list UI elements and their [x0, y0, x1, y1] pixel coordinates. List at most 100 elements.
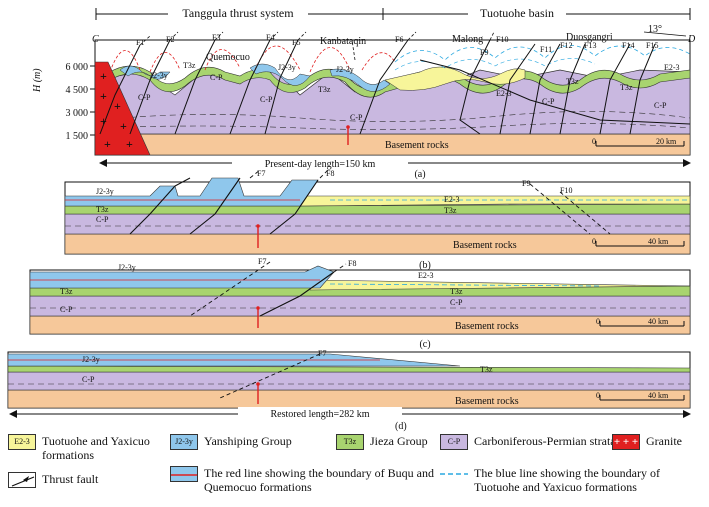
- fault-f8-b: F8: [326, 169, 334, 178]
- unit-t3z-b2: T3z: [444, 206, 457, 215]
- unit-cp-d: C-P: [82, 375, 95, 384]
- scale-zero-b: 0: [592, 237, 596, 246]
- legend-label-jieza: Jieza Group: [370, 434, 428, 448]
- unit-cp-a4: C-P: [350, 113, 363, 122]
- fault-f14-a: F14: [622, 41, 634, 50]
- place-malong: Malong: [452, 34, 483, 45]
- scale-bar-c: 0 40 km: [596, 317, 685, 327]
- panel-label-a: (a): [414, 169, 425, 180]
- place-kanbataqin: Kanbataqin: [320, 36, 366, 47]
- fault-f12-a: F12: [560, 41, 572, 50]
- yanshiping-fold-a3: [329, 68, 391, 92]
- basement-rocks-d: [7, 389, 691, 409]
- blue-boundary-icon: [440, 473, 468, 475]
- unit-cp-a1: C-P: [138, 93, 151, 102]
- unit-cp-a6: C-P: [654, 101, 667, 110]
- fault-f7-b: F7: [257, 169, 265, 178]
- granite-body-a: [94, 61, 151, 156]
- unit-j23y-d: J2-3y: [82, 355, 100, 364]
- scale-zero-d: 0: [596, 391, 600, 400]
- basement-rocks-c: [29, 315, 691, 335]
- legend-label-cp: Carboniferous-Permian strata: [474, 434, 616, 448]
- place-duosgangri: Duosgangri: [566, 32, 613, 43]
- legend-swatch-jieza: T3z: [336, 434, 364, 450]
- y-ticks: 6 000 4 500 3 000 1 500: [66, 62, 95, 142]
- unit-e23-a1: E2-3: [496, 89, 512, 98]
- fault-f10-a: F10: [496, 35, 508, 44]
- legend-cp: C-P Carboniferous-Permian strata: [440, 434, 616, 450]
- svg-text:+: +: [126, 137, 133, 151]
- legend-label-thrust: Thrust fault: [42, 472, 99, 486]
- fault-f1-a: F1: [136, 38, 144, 47]
- unit-t3z-b: T3z: [96, 205, 109, 214]
- panel-d: Basement rocks F7 J2-3y C-P T3z 0 40 km …: [7, 349, 691, 420]
- unit-t3z-a1: T3z: [183, 61, 196, 70]
- scale-value-b: 40 km: [648, 237, 669, 246]
- thrust-faults-b: [129, 177, 319, 235]
- svg-text:+: +: [120, 119, 127, 133]
- legend-label-blue-line: The blue line showing the boundary of Tu…: [474, 466, 660, 494]
- legend-label-granite: Granite: [646, 434, 682, 448]
- tuotuohe-fill-a: [384, 66, 526, 91]
- unit-t3z-c: T3z: [60, 287, 73, 296]
- unit-e23-c: E2-3: [418, 271, 434, 280]
- tick-6000: 6 000: [66, 62, 89, 73]
- svg-text:+: +: [104, 137, 111, 151]
- thrust-faults-c: [259, 271, 335, 317]
- fault-f5-a: F5: [292, 38, 300, 47]
- unit-t3z-a2: T3z: [318, 85, 331, 94]
- unit-t3z-c2: T3z: [450, 287, 463, 296]
- basement-label-a: Basement rocks: [385, 140, 449, 151]
- unit-cp-c2: C-P: [450, 298, 463, 307]
- cross-section-figure: Tanggula thrust system Tuotuohe basin C …: [7, 6, 696, 420]
- scale-zero-a: 0: [592, 137, 596, 146]
- tick-1500: 1 500: [66, 131, 89, 142]
- tick-3000: 3 000: [66, 108, 89, 119]
- axis-label-h: H (m): [32, 68, 43, 93]
- scale-bar-b: 0 40 km: [592, 237, 685, 247]
- red-boundary-icon: [170, 466, 198, 482]
- basement-label-b: Basement rocks: [453, 240, 517, 251]
- fault-f9-b: F9: [522, 179, 530, 188]
- red-eroded-boundary-a: [109, 45, 396, 73]
- panel-a: Tanggula thrust system Tuotuohe basin C …: [32, 6, 696, 180]
- scale-bar-a: 0 20 km: [592, 137, 685, 147]
- region-right-label: Tuotuohe basin: [480, 6, 554, 20]
- unit-e23-a2: E2-3: [664, 63, 680, 72]
- svg-text:+: +: [100, 69, 107, 83]
- length-text-d: Restored length=282 km: [271, 409, 370, 420]
- fault-f6-a: F6: [395, 35, 403, 44]
- legend-yanshiping: J2-3y Yanshiping Group: [170, 434, 292, 450]
- legend: E2-3 Tuotuohe and Yaxicuo formations J2-…: [0, 420, 709, 507]
- unit-j23y-b: J2-3y: [96, 187, 114, 196]
- panel-label-d: (d): [395, 421, 407, 432]
- legend-swatch-yanshiping: J2-3y: [170, 434, 198, 450]
- fault-f7-c: F7: [258, 257, 266, 266]
- basement-label-d: Basement rocks: [455, 396, 519, 407]
- unit-t3z-a4: T3z: [566, 77, 579, 86]
- scale-value-c: 40 km: [648, 317, 669, 326]
- panel-label-c: (c): [419, 339, 430, 350]
- unit-cp-a5: C-P: [542, 97, 555, 106]
- thrust-fault-icon: [8, 472, 36, 488]
- region-left-label: Tanggula thrust system: [182, 6, 294, 20]
- unit-j23y-c: J2-3y: [118, 263, 136, 272]
- legend-swatch-cp: C-P: [440, 434, 468, 450]
- unit-j23y-a2: J2-3y: [278, 63, 296, 72]
- legend-blue-line: The blue line showing the boundary of Tu…: [440, 466, 702, 494]
- legend-label-red-line: The red line showing the boundary of Buq…: [204, 466, 434, 494]
- fault-f2-a: F2: [166, 35, 174, 44]
- legend-jieza: T3z Jieza Group: [336, 434, 428, 450]
- fault-f7-d: F7: [318, 349, 326, 358]
- scale-value-a: 20 km: [656, 137, 677, 146]
- fault-f3-a: F3: [212, 33, 220, 42]
- dip-angle-label: 13°: [648, 24, 662, 35]
- legend-swatch-tuotuohe: E2-3: [8, 434, 36, 450]
- legend-tuotuohe: E2-3 Tuotuohe and Yaxicuo formations: [8, 434, 178, 462]
- legend-thrust: Thrust fault: [8, 472, 98, 488]
- fault-f15-a: F15: [646, 41, 658, 50]
- yanshiping-fold-a2: [249, 63, 311, 86]
- legend-red-line: The red line showing the boundary of Buq…: [170, 466, 434, 494]
- scale-value-d: 40 km: [648, 391, 669, 400]
- legend-granite: + + + Granite: [612, 434, 682, 450]
